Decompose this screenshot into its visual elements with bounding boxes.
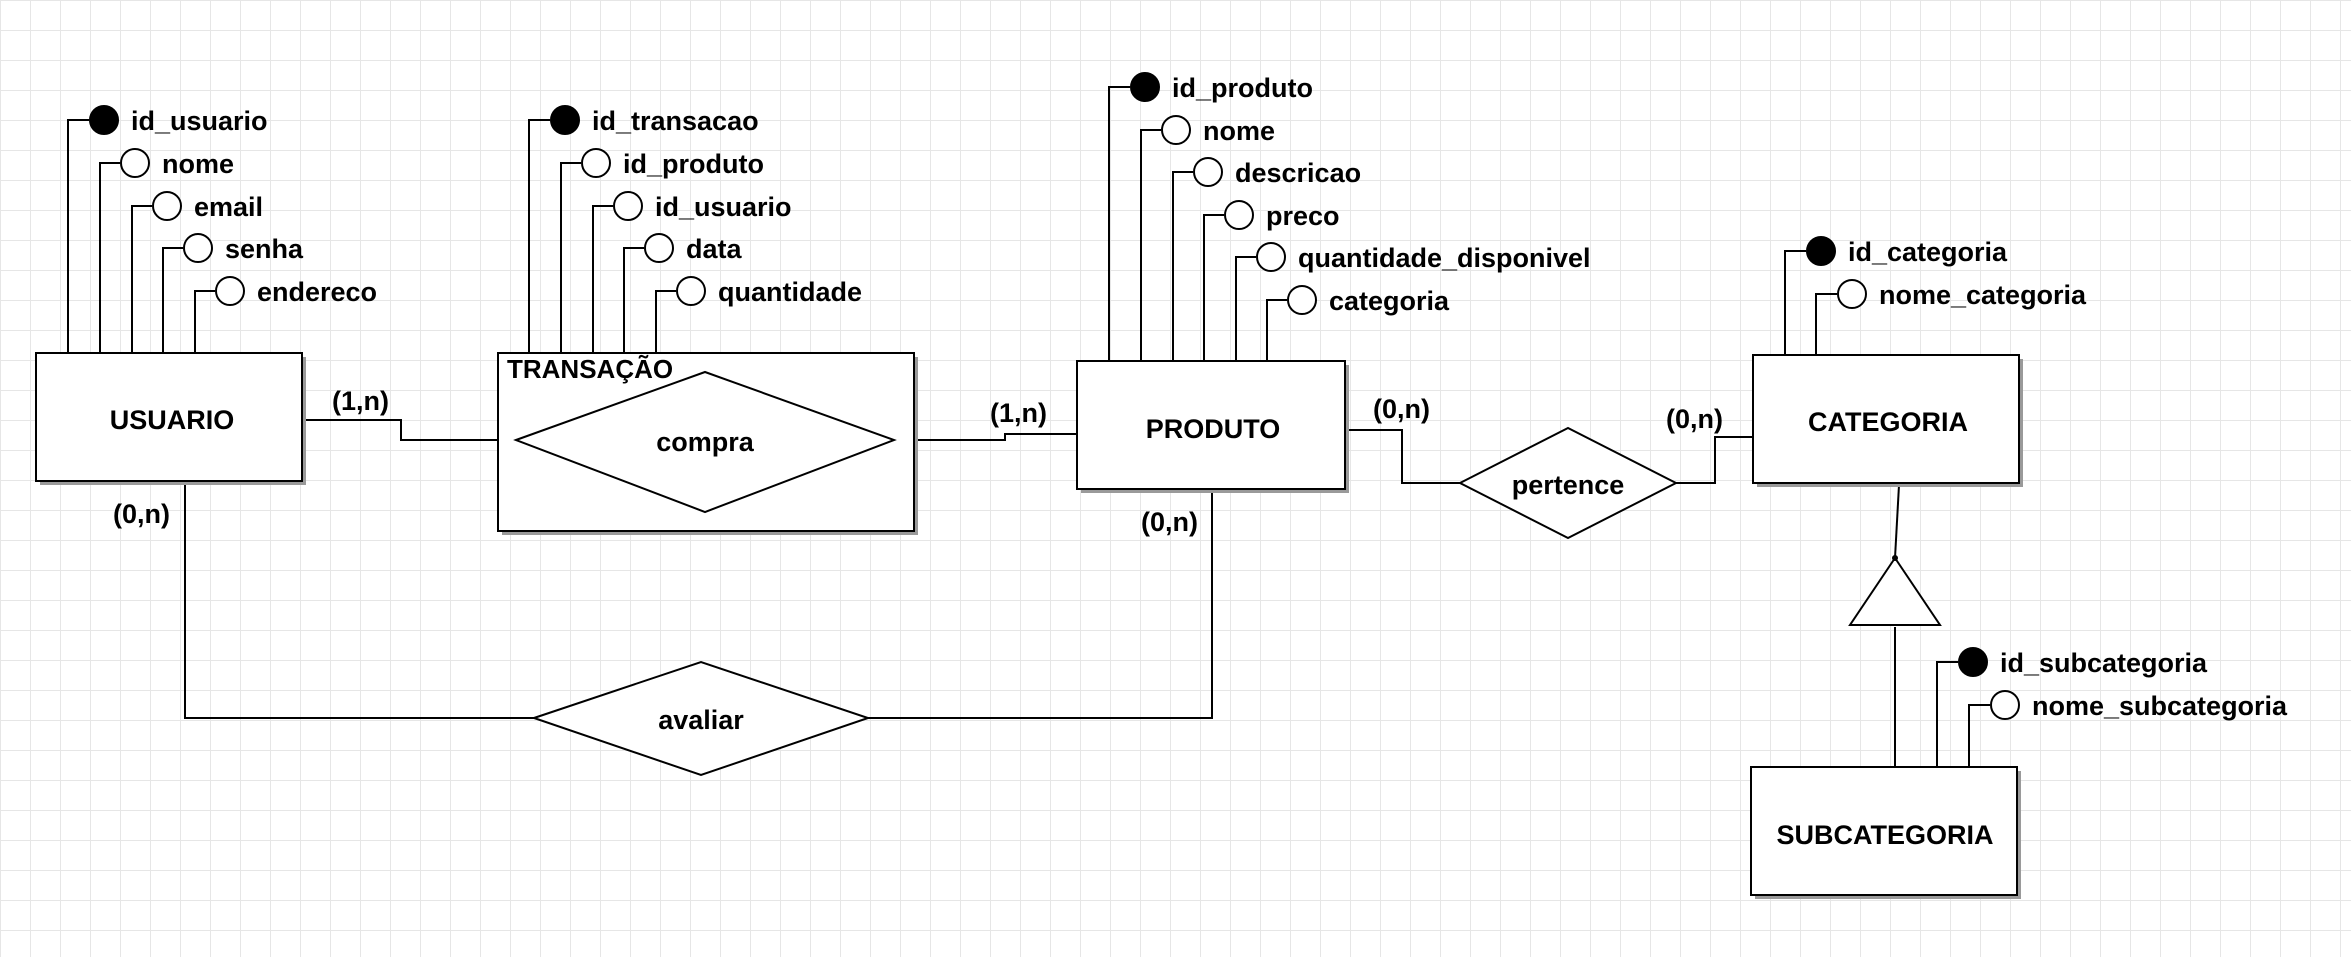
- attr-quantidade-disponivel: quantidade_disponivel: [1298, 243, 1591, 273]
- connectors: [184, 419, 1900, 767]
- compra-label: compra: [656, 427, 755, 457]
- relationship-avaliar[interactable]: avaliar: [530, 660, 872, 777]
- attributes-subcategoria: id_subcategoria nome_subcategoria: [1958, 647, 2288, 721]
- compra-diamond: [513, 370, 897, 514]
- cardinalities: (1,n) (1,n) (0,n) (0,n) (0,n) (0,n): [113, 386, 1723, 537]
- attribute-icon[interactable]: [1161, 115, 1191, 145]
- relationship-compra[interactable]: compra: [513, 370, 897, 514]
- categoria-label: CATEGORIA: [1808, 407, 1968, 437]
- specialization[interactable]: [1848, 555, 1942, 626]
- attribute-icon[interactable]: [676, 276, 706, 306]
- attribute-connectors: [67, 86, 1990, 767]
- attribute-icon[interactable]: [613, 191, 643, 221]
- attr-data: data: [686, 234, 743, 264]
- entity-subcategoria[interactable]: SUBCATEGORIA: [1750, 766, 2021, 899]
- attributes-produto: id_produto nome descricao preco quantida…: [1130, 72, 1591, 316]
- line-avaliar-produto: [868, 490, 1213, 719]
- attr-descricao: descricao: [1235, 158, 1361, 188]
- attr-id-usuario: id_usuario: [655, 192, 792, 222]
- card-categoria-pertence: (0,n): [1666, 404, 1723, 434]
- specialization-point: [1892, 555, 1898, 561]
- attr-id-produto: id_produto: [623, 149, 764, 179]
- card-usuario-compra: (1,n): [332, 386, 389, 416]
- line-produto-pertence: [1345, 429, 1460, 484]
- pertence-diamond: [1457, 426, 1679, 540]
- aggregation-label: TRANSAÇÃO: [507, 354, 673, 384]
- entity-categoria[interactable]: CATEGORIA: [1752, 354, 2023, 487]
- attr-nome-categoria: nome_categoria: [1879, 280, 2087, 310]
- attr-id-categoria: id_categoria: [1848, 237, 2008, 267]
- produto-box: [1076, 360, 1346, 490]
- attr-id-produto: id_produto: [1172, 73, 1313, 103]
- card-produto-pertence: (0,n): [1373, 394, 1430, 424]
- key-attribute-icon[interactable]: [1130, 72, 1160, 102]
- card-produto-compra: (1,n): [990, 398, 1047, 428]
- attr-nome: nome: [1203, 116, 1275, 146]
- entity-produto[interactable]: PRODUTO: [1076, 360, 1349, 493]
- attributes-usuario: id_usuario nome email senha endereco: [89, 105, 377, 307]
- attribute-icon[interactable]: [183, 233, 213, 263]
- key-attribute-icon[interactable]: [89, 105, 119, 135]
- attribute-icon[interactable]: [581, 148, 611, 178]
- subcategoria-label: SUBCATEGORIA: [1776, 820, 1993, 850]
- attr-id-usuario: id_usuario: [131, 106, 268, 136]
- attribute-icon[interactable]: [1193, 157, 1223, 187]
- usuario-label: USUARIO: [110, 405, 235, 435]
- attr-nome: nome: [162, 149, 234, 179]
- attribute-icon[interactable]: [1990, 690, 2020, 720]
- avaliar-label: avaliar: [658, 705, 744, 735]
- pertence-label: pertence: [1512, 470, 1625, 500]
- key-attribute-icon[interactable]: [550, 105, 580, 135]
- attributes-categoria: id_categoria nome_categoria: [1806, 236, 2087, 310]
- line-pertence-categoria: [1676, 436, 1753, 484]
- relationship-pertence[interactable]: pertence: [1457, 426, 1679, 540]
- avaliar-diamond: [530, 660, 872, 777]
- line-compra-produto: [894, 433, 1078, 441]
- line-usuario-compra: [303, 419, 516, 441]
- card-usuario-avaliar: (0,n): [113, 499, 170, 529]
- attribute-icon[interactable]: [1224, 200, 1254, 230]
- card-produto-avaliar: (0,n): [1141, 507, 1198, 537]
- usuario-box: [35, 352, 303, 482]
- attr-endereco: endereco: [257, 277, 377, 307]
- key-attribute-icon[interactable]: [1958, 647, 1988, 677]
- line-usuario-avaliar: [184, 482, 534, 719]
- subcategoria-box: [1750, 766, 2018, 896]
- line-categoria-specialization: [1894, 484, 1900, 559]
- produto-label: PRODUTO: [1146, 414, 1281, 444]
- attr-nome-subcategoria: nome_subcategoria: [2032, 691, 2288, 721]
- attribute-icon[interactable]: [152, 191, 182, 221]
- attribute-icon[interactable]: [215, 276, 245, 306]
- specialization-triangle: [1848, 556, 1942, 626]
- attr-quantidade: quantidade: [718, 277, 862, 307]
- key-attribute-icon[interactable]: [1806, 236, 1836, 266]
- attributes-transacao: id_transacao id_produto id_usuario data …: [550, 105, 862, 307]
- attribute-icon[interactable]: [120, 148, 150, 178]
- attr-categoria: categoria: [1329, 286, 1450, 316]
- attr-senha: senha: [225, 234, 304, 264]
- attribute-icon[interactable]: [1837, 279, 1867, 309]
- attr-preco: preco: [1266, 201, 1340, 231]
- attribute-icon[interactable]: [1256, 242, 1286, 272]
- attribute-icon[interactable]: [1287, 285, 1317, 315]
- attribute-icon[interactable]: [644, 233, 674, 263]
- categoria-box: [1752, 354, 2020, 484]
- entity-usuario[interactable]: USUARIO: [35, 352, 306, 485]
- attr-email: email: [194, 192, 263, 222]
- attr-id-transacao: id_transacao: [592, 106, 759, 136]
- attr-id-subcategoria: id_subcategoria: [2000, 648, 2208, 678]
